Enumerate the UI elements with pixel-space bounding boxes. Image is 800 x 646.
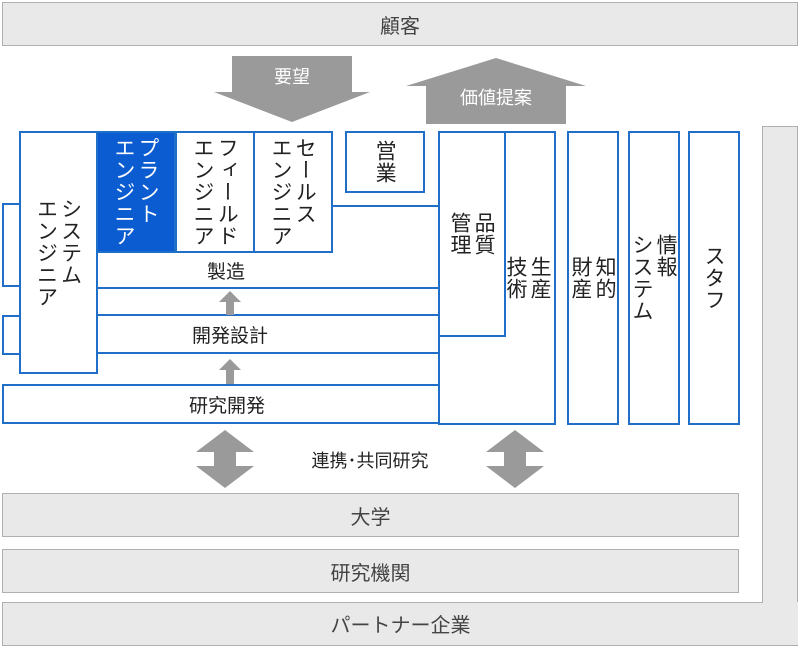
up-arrow-icon — [219, 291, 241, 315]
request-arrow-icon — [214, 56, 370, 122]
manufacturing-label: 製造 — [206, 260, 245, 283]
system-engineering-label-wrap: システム エンジニア — [19, 131, 98, 374]
research-institute-label: 研究機関 — [330, 560, 411, 585]
double-arrow-icon — [196, 430, 254, 488]
staff-box — [688, 131, 740, 425]
information-systems-label: 情報 システム — [630, 234, 679, 322]
system-engineering-box — [19, 131, 98, 374]
sales-engineering-label: セールス エンジニア — [269, 137, 318, 247]
university-box: 大学 — [2, 493, 739, 537]
research-development-box — [2, 384, 452, 424]
collaboration-label: 連携･共同研究 — [311, 451, 429, 472]
plant-engineering-label: プラント エンジニア — [112, 137, 161, 247]
research-institute-box: 研究機関 — [2, 549, 739, 593]
partner-band-vertical — [762, 126, 798, 606]
development-design-label: 開発設計 — [191, 324, 268, 347]
sales-label: 営業 — [373, 140, 398, 184]
request-label: 要望 — [274, 67, 310, 88]
intellectual-property-label: 知的 財産 — [569, 256, 618, 300]
research-development-label: 研究開発 — [188, 394, 265, 417]
field-engineering-box — [175, 131, 255, 253]
system-engineering-label: システム エンジニア — [34, 197, 83, 308]
production-technology-label: 生産 技術 — [504, 256, 553, 300]
partner-company-label: パートナー企業 — [330, 613, 471, 637]
sales-box — [345, 131, 425, 193]
quality-control-label: 品質 管理 — [448, 212, 497, 256]
sales-engineering-box — [253, 131, 333, 253]
intellectual-property-box — [567, 131, 619, 425]
field-engineering-label: フィールド エンジニア — [191, 137, 240, 247]
proposal-arrow-icon — [406, 58, 586, 124]
partner-company-box: パートナー企業 — [2, 602, 798, 646]
up-arrow-icon — [219, 359, 241, 384]
university-label: 大学 — [350, 504, 391, 529]
quality-control-box — [438, 131, 506, 337]
staff-label: スタフ — [702, 245, 727, 311]
information-systems-box — [628, 131, 680, 425]
development-design-box — [96, 314, 452, 354]
proposal-label: 価値提案 — [460, 88, 532, 109]
double-arrow-icon — [486, 430, 544, 488]
customer-box: 顧客 — [2, 2, 798, 46]
customer-label: 顧客 — [380, 13, 420, 38]
